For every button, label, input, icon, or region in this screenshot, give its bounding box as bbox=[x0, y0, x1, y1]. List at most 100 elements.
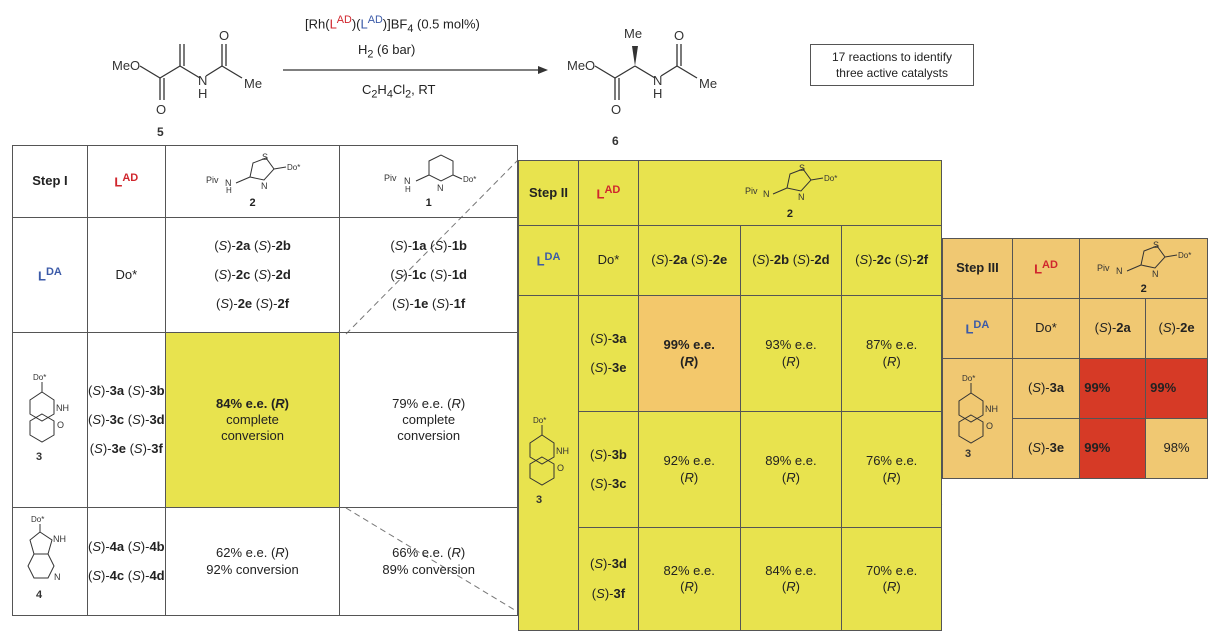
step1-ligands4-list: (S)-4a (S)-4b (S)-4c (S)-4d bbox=[86, 507, 166, 616]
svg-text:Do*: Do* bbox=[533, 416, 546, 425]
svg-text:S: S bbox=[1153, 241, 1159, 250]
summary-note: 17 reactions to identify three active ca… bbox=[810, 44, 974, 87]
ligand-pair: (S)-3b bbox=[579, 447, 638, 463]
step1-result-3-2: 84% e.e. (R) complete conversion bbox=[164, 332, 341, 508]
ligand-code: (S)-1c bbox=[390, 266, 427, 282]
step1-row4-label: 4 bbox=[36, 589, 43, 601]
svg-text:N: N bbox=[1116, 266, 1123, 276]
ligand-code: (S)-2b bbox=[752, 252, 790, 268]
step1-col1-label: 1 bbox=[425, 196, 432, 209]
ligand-pair: (S)-1a (S)-1b bbox=[340, 238, 517, 254]
isoquinolinone-structure-icon: Do* NH O 3 bbox=[29, 373, 69, 463]
ligand-code: (S)-3a bbox=[590, 330, 627, 346]
step1-ligands3-list: (S)-3a (S)-3b (S)-3c (S)-3d (S)-3e (S)-3f bbox=[86, 332, 166, 508]
catalyst-text: [Rh(LAD)(LAD)]BF4 (0.5 mol%) bbox=[305, 14, 480, 35]
ligand-pair: (S)-3a (S)-3b bbox=[88, 383, 165, 399]
ligand-code: (S)-2e bbox=[1158, 320, 1195, 336]
svg-text:NH: NH bbox=[56, 403, 69, 413]
ligand-pair: (S)-3e (S)-3f bbox=[88, 441, 165, 457]
step2-ligand2-header: Piv N S N Do* 2 bbox=[637, 160, 943, 226]
step2-col-1: (S)-2b (S)-2d bbox=[739, 225, 843, 296]
step2-lda-header: LDA bbox=[518, 225, 579, 296]
step3-header: Step III bbox=[942, 238, 1013, 299]
ligand-code: (S)-2a bbox=[1094, 320, 1131, 336]
ligand-code: (S)-3e bbox=[89, 441, 126, 457]
hydrogen-pressure: H2 (6 bar) bbox=[358, 42, 416, 61]
ligand-code: (S)-2c bbox=[855, 252, 892, 268]
ligand-code: (S)-3d bbox=[590, 556, 627, 572]
step2-result-0-1: 93% e.e.(R) bbox=[739, 295, 843, 412]
ligand-pair: (S)-4c (S)-4d bbox=[88, 568, 165, 584]
step3-col-1: (S)-2e bbox=[1145, 298, 1208, 359]
svg-text:N: N bbox=[798, 192, 805, 202]
product-me2: Me bbox=[699, 76, 717, 91]
svg-text:S: S bbox=[262, 153, 268, 162]
step2-result-0-2: 87% e.e.(R) bbox=[841, 295, 942, 412]
step2-result-1-1: 89% e.e.(R) bbox=[739, 411, 843, 528]
ligand-code: (S)-3e bbox=[1027, 440, 1065, 456]
ligand-pair: (S)-1c (S)-1d bbox=[340, 267, 517, 283]
ligand-pair: (S)-3a bbox=[579, 331, 638, 347]
ligand-code: (S)-3a bbox=[1027, 380, 1065, 396]
step2-row-label: 3 bbox=[536, 494, 542, 506]
step2-row-2: (S)-3d (S)-3f bbox=[577, 527, 639, 631]
step3-row-0: (S)-3a bbox=[1011, 358, 1081, 419]
ligand-pair: (S)-2e bbox=[1146, 320, 1207, 336]
ligand-pair: (S)-3c (S)-3d bbox=[88, 412, 165, 428]
ligand-code: (S)-3b bbox=[590, 446, 627, 462]
step1-col2-label: 2 bbox=[249, 196, 256, 209]
step2-row-1: (S)-3b (S)-3c bbox=[577, 411, 639, 528]
step3-col-0: (S)-2a bbox=[1079, 298, 1147, 359]
ligand-pair: (S)-4a (S)-4b bbox=[88, 539, 165, 555]
svg-text:O: O bbox=[986, 421, 993, 431]
ligand-pair: (S)-3c bbox=[579, 476, 638, 492]
step2-table: Step II LAD Piv N S N Do* 2 LDA Do* (S)-… bbox=[518, 160, 943, 631]
svg-text:Do*: Do* bbox=[33, 373, 46, 382]
svg-text:O: O bbox=[557, 463, 564, 473]
step1-row4-structure: Do* NH N 4 bbox=[12, 507, 88, 616]
product-o2: O bbox=[674, 28, 684, 43]
step3-result-0-0: 99% bbox=[1079, 358, 1147, 419]
svg-text:N: N bbox=[437, 183, 444, 193]
ligand-code: (S)-3b bbox=[127, 382, 165, 398]
ligand-code: (S)-1f bbox=[431, 296, 466, 312]
step1-row3-label: 3 bbox=[36, 451, 42, 463]
step3-lad-header: LAD bbox=[1011, 238, 1081, 299]
product-label: 6 bbox=[612, 134, 619, 148]
ligand-code: (S)-3f bbox=[591, 585, 626, 601]
ligand-code: (S)-3f bbox=[129, 441, 163, 457]
ligand-code: (S)-3c bbox=[87, 411, 125, 427]
step1-result-4-1: 66% e.e. (R) 89% conversion bbox=[339, 507, 518, 616]
svg-text:H: H bbox=[405, 185, 411, 193]
step1-row3-structure: Do* NH O 3 bbox=[12, 332, 88, 508]
step2-col-0: (S)-2a (S)-2e bbox=[637, 225, 741, 296]
product-h: H bbox=[653, 86, 662, 101]
step2-col-2: (S)-2c (S)-2f bbox=[841, 225, 942, 296]
svg-text:H: H bbox=[226, 186, 232, 193]
step2-result-0-0: 99% e.e.(R) bbox=[637, 295, 741, 412]
svg-text:Do*: Do* bbox=[463, 175, 476, 184]
step1-lda-header: LDA bbox=[12, 217, 88, 333]
step3-result-1-0: 99% bbox=[1079, 418, 1147, 479]
azaindole-structure-icon: Do* NH N 4 bbox=[27, 515, 66, 601]
svg-text:Do*: Do* bbox=[1178, 251, 1191, 260]
svg-text:Do*: Do* bbox=[962, 374, 975, 383]
svg-text:NH: NH bbox=[556, 446, 569, 456]
thiazole-structure-icon: Piv N S N Do* bbox=[1097, 240, 1191, 279]
step1-result-3-1: 79% e.e. (R) complete conversion bbox=[339, 332, 518, 508]
isoquinolinone-structure-icon: Do* NH O 3 bbox=[529, 416, 569, 506]
substrate-o2: O bbox=[219, 28, 229, 43]
step1-header: Step I bbox=[12, 145, 88, 218]
step3-table: Step III LAD Piv N S N Do* 2 LDA Do* (S)… bbox=[942, 238, 1208, 479]
solvent-text: C2H4Cl2, RT bbox=[362, 82, 436, 101]
ligand-code: (S)-4b bbox=[127, 538, 165, 554]
svg-text:Piv: Piv bbox=[206, 175, 219, 185]
step1-result-4-2: 62% e.e. (R) 92% conversion bbox=[164, 507, 341, 616]
ligand-code: (S)-2f bbox=[894, 252, 929, 268]
substrate-label: 5 bbox=[157, 125, 164, 139]
ligand-code: (S)-4a bbox=[87, 538, 125, 554]
ligand-pair: (S)-2a bbox=[1080, 320, 1145, 336]
ligand-code: (S)-2a bbox=[651, 252, 688, 268]
product-o1: O bbox=[611, 102, 621, 117]
pyridine-structure-icon: Piv N H N Do* bbox=[384, 153, 476, 194]
